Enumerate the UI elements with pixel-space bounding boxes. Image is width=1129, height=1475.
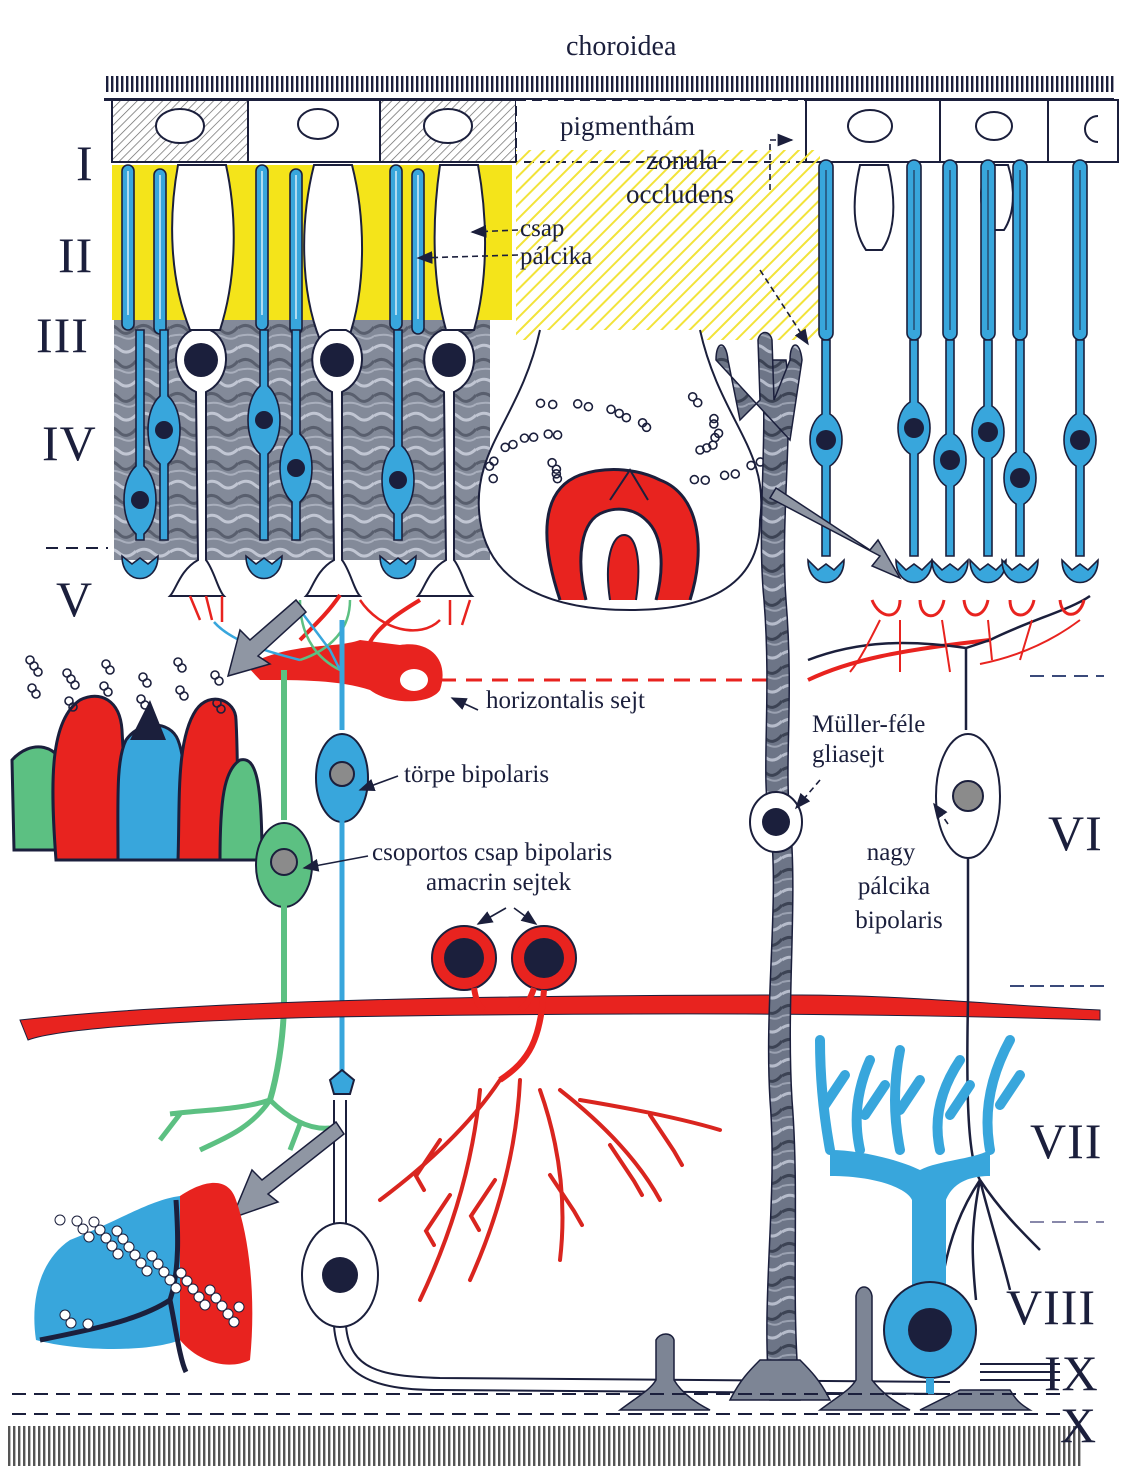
label-cone: csap bbox=[520, 214, 564, 243]
layer-label-IX: IX bbox=[1044, 1344, 1099, 1402]
layer-label-VIII: VIII bbox=[1006, 1278, 1096, 1336]
label-rod-bipolar-3: bipolaris bbox=[840, 906, 958, 935]
synapse-inset-left bbox=[12, 646, 262, 860]
label-horizontal-cell: horizontalis sejt bbox=[486, 686, 645, 715]
label-rod-bipolar-2: pálcika bbox=[846, 872, 942, 901]
label-diffuse-cone-bipolar: csoportos csap bipolaris bbox=[372, 838, 612, 867]
label-occludens: occludens bbox=[626, 180, 734, 209]
rod-bipolar-cell bbox=[808, 596, 1090, 1300]
layer-label-VI: VI bbox=[1048, 804, 1103, 862]
label-muller-1: Müller-féle bbox=[812, 710, 925, 739]
layer-label-IV: IV bbox=[42, 414, 97, 472]
photoreceptors-right bbox=[808, 160, 1098, 583]
layer-label-VII: VII bbox=[1030, 1112, 1102, 1170]
label-choroid: choroidea bbox=[566, 32, 676, 61]
synapse-inset-bottom bbox=[34, 1183, 252, 1372]
layer-label-I: I bbox=[76, 134, 94, 192]
label-amacrine: amacrin sejtek bbox=[426, 868, 571, 897]
layer-label-X: X bbox=[1060, 1396, 1097, 1454]
label-rod-bipolar-1: nagy bbox=[848, 838, 934, 867]
label-muller-2: gliasejt bbox=[812, 740, 884, 769]
layer-label-II: II bbox=[58, 226, 93, 284]
label-zonula: zonula bbox=[646, 146, 718, 175]
layer-label-V: V bbox=[56, 570, 93, 628]
synapse-inset-top bbox=[479, 330, 765, 610]
layer-label-III: III bbox=[36, 306, 89, 364]
ganglion-cell bbox=[302, 1100, 950, 1394]
inner-limiting-border bbox=[8, 1426, 1080, 1466]
label-pigment-epithelium: pigmenthám bbox=[560, 112, 695, 141]
label-rod: pálcika bbox=[520, 242, 592, 271]
choroid-border bbox=[106, 76, 1113, 92]
label-midget-bipolar: törpe bipolaris bbox=[404, 760, 549, 789]
